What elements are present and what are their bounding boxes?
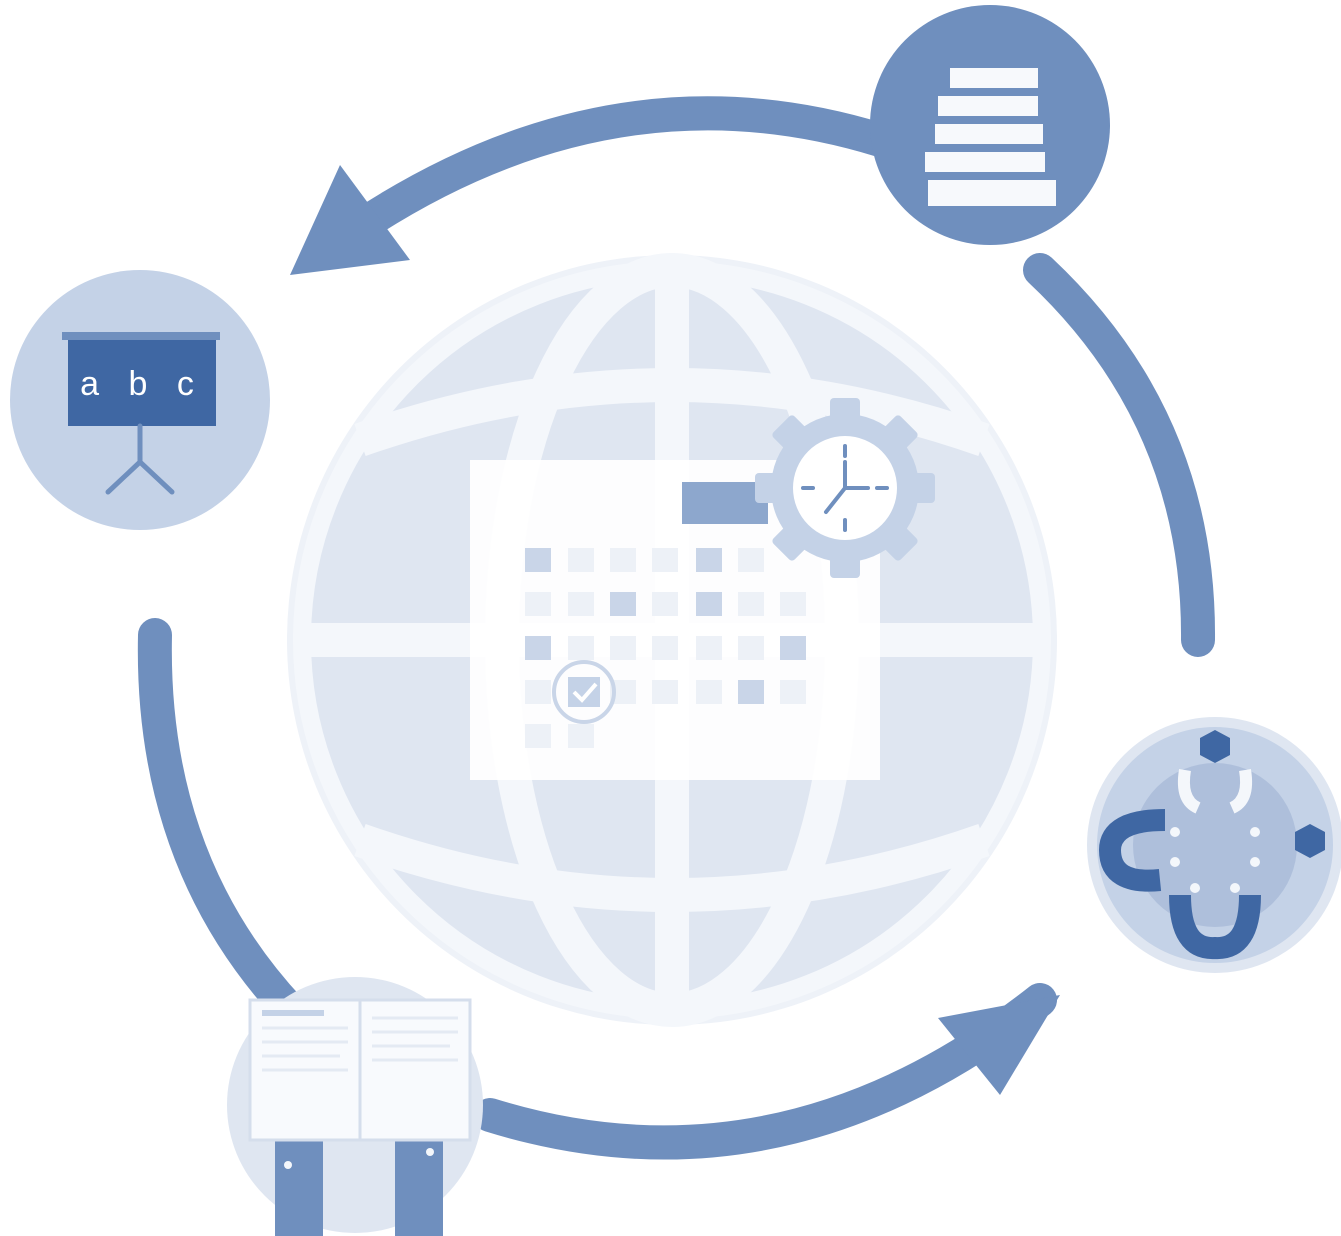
team-meeting-icon	[1087, 717, 1341, 973]
document-stack-icon	[870, 5, 1110, 245]
arrow-head-right-icon	[938, 995, 1060, 1095]
board-text: a b c	[80, 365, 204, 403]
presentation-board-icon: a b c	[10, 270, 270, 530]
gear-clock-icon	[755, 398, 935, 578]
arrow-head-left-icon	[290, 165, 410, 275]
open-book-icon	[227, 977, 483, 1236]
checkbox-icon	[552, 660, 616, 724]
